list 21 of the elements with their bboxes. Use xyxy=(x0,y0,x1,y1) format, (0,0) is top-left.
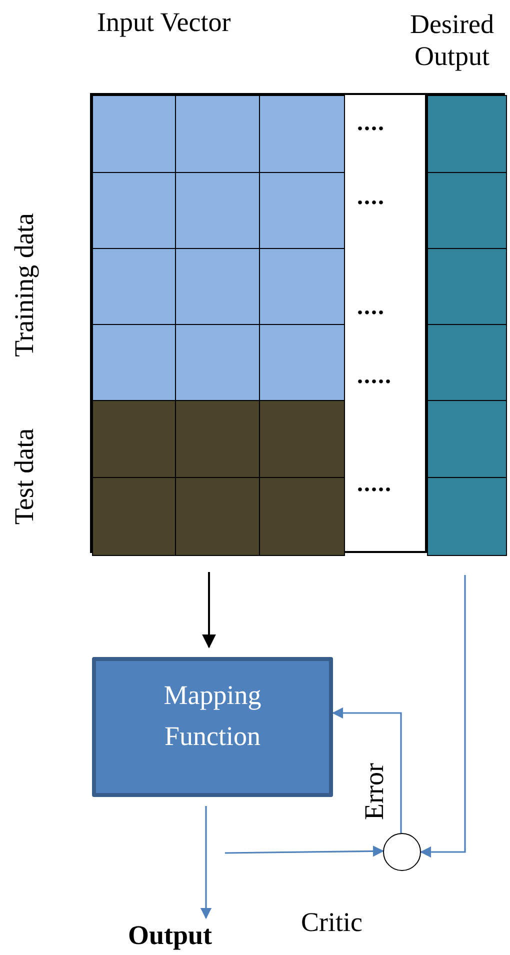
column-heading: Desired Output xyxy=(409,8,495,73)
ellipsis-text: .... xyxy=(357,294,385,320)
row-heading: Test data xyxy=(10,427,40,527)
node-caption: Critic xyxy=(301,908,362,938)
output-column xyxy=(425,93,505,553)
ellipsis-text: .... xyxy=(357,184,385,210)
arrow xyxy=(420,575,466,858)
arrow xyxy=(332,707,402,833)
process-box: Mapping Function xyxy=(92,657,333,797)
comparator-circle xyxy=(383,833,421,871)
edge-label: Error xyxy=(360,763,390,820)
data-grid xyxy=(90,93,342,553)
ellipsis-text: .... xyxy=(357,110,385,136)
output-label: Output xyxy=(128,920,232,952)
ellipsis-text: ..... xyxy=(357,363,392,390)
row-heading: Training data xyxy=(10,212,40,359)
column-heading: Input Vector xyxy=(97,8,231,38)
arrow xyxy=(202,572,216,648)
ellipsis-text: ..... xyxy=(357,471,392,498)
arrow xyxy=(225,846,384,857)
arrow xyxy=(200,806,212,920)
